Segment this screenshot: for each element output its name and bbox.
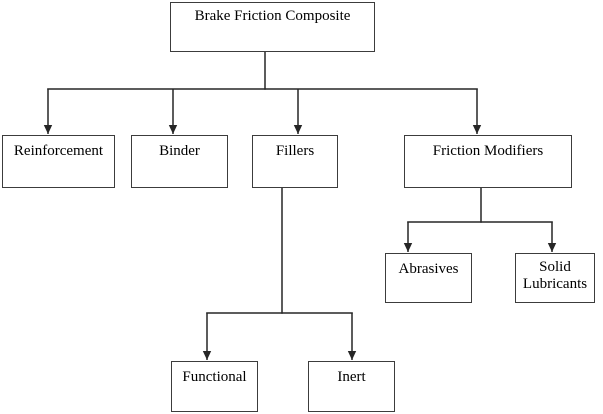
node-label: Binder (159, 143, 200, 159)
node-binder: Binder (131, 135, 228, 188)
node-label: Functional (182, 369, 247, 385)
node-label: Friction Modifiers (432, 143, 544, 159)
node-brake-friction-composite: Brake Friction Composite (170, 2, 375, 52)
node-inert: Inert (308, 361, 395, 412)
node-functional: Functional (171, 361, 258, 412)
node-label: Reinforcement (13, 143, 104, 159)
node-label: Brake Friction Composite (194, 8, 351, 24)
node-friction-modifiers: Friction Modifiers (404, 135, 572, 188)
node-label: Abrasives (398, 261, 459, 277)
node-fillers: Fillers (252, 135, 338, 188)
node-label: Fillers (275, 143, 315, 159)
node-abrasives: Abrasives (385, 253, 472, 303)
node-reinforcement: Reinforcement (2, 135, 115, 188)
node-solid-lubricants: Solid Lubricants (515, 253, 595, 303)
node-label: Solid Lubricants (522, 259, 588, 292)
node-label: Inert (337, 369, 366, 385)
